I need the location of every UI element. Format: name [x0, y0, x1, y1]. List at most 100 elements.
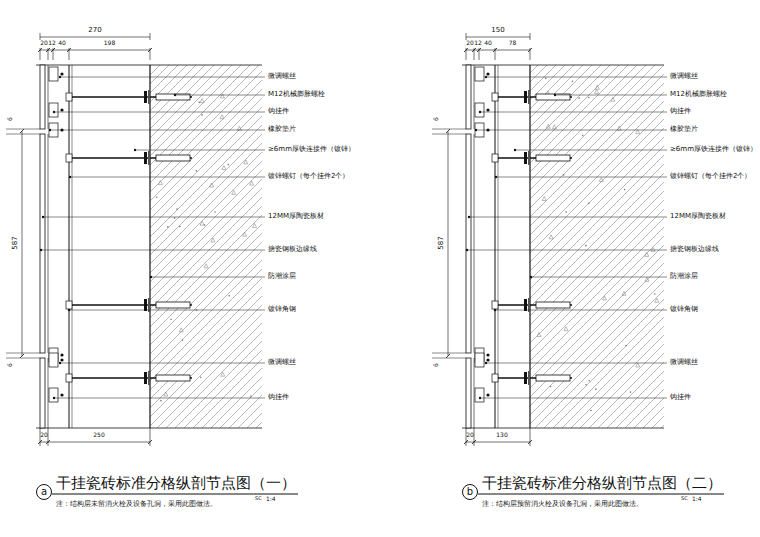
leader-line: [175, 95, 265, 96]
aggregate-mark: [542, 197, 546, 201]
aggregate-dot: [595, 388, 597, 390]
scale-mark: SC: [255, 496, 262, 502]
aggregate-dot: [195, 170, 197, 172]
dimension-line: [40, 50, 150, 51]
hook-clip: [475, 353, 484, 367]
ceramic-tile: [40, 65, 45, 129]
callout-label: 镀锌螺钉（每个挂件2个）: [670, 172, 751, 180]
enamel-edge-line: [474, 134, 475, 353]
aggregate-dot: [578, 97, 580, 99]
drawing-title: 干挂瓷砖标准分格纵剖节点图（二）: [482, 475, 722, 492]
joint-dimension: 6: [433, 363, 440, 367]
dimension-line: [448, 131, 449, 356]
aggregate-dot: [156, 196, 158, 198]
aggregate-dot: [174, 217, 176, 219]
callout-label: 钩挂件: [670, 393, 691, 401]
aggregate-dot: [198, 102, 200, 104]
dimension-tick: [67, 48, 71, 52]
aggregate-mark: [595, 85, 599, 89]
callout-label: 12MM厚陶瓷板材: [268, 212, 324, 220]
leader-dot: [40, 249, 42, 251]
aggregate-mark: [651, 248, 655, 252]
aggregate-mark: [645, 277, 649, 281]
ceramic-tile: [466, 65, 471, 129]
leader-dot: [475, 129, 477, 131]
callout-label: 镀锌螺钉（每个挂件2个）: [268, 172, 349, 180]
aggregate-mark: [655, 298, 659, 302]
dimension-value: 40: [58, 40, 66, 47]
leader-dot: [42, 216, 44, 218]
callout-label: 12MM厚陶瓷板材: [670, 212, 726, 220]
dimension-tick: [51, 48, 55, 52]
nut: [524, 299, 527, 311]
joint-dimension: 6: [7, 363, 14, 367]
steel-connector: [492, 93, 498, 101]
aggregate-dot: [630, 391, 632, 393]
extension-line: [530, 428, 531, 446]
callout-label: 钩挂件: [268, 107, 289, 115]
expansion-sleeve: [156, 302, 190, 308]
steel-connector: [66, 374, 72, 382]
nut: [524, 91, 527, 103]
aggregate-mark: [564, 327, 568, 331]
dimension-line: [40, 442, 150, 443]
section-top-line: [462, 65, 664, 66]
aggregate-mark: [611, 97, 615, 101]
aggregate-dot: [228, 295, 230, 297]
view-marker-circle: b: [462, 484, 478, 500]
joint-line: [432, 353, 466, 354]
dimension-line: [466, 50, 530, 51]
expansion-sleeve: [156, 155, 190, 161]
drawing-note: 注：结构层未留消火栓及设备孔洞，采用此图做法。: [56, 500, 217, 508]
aggregate-mark: [179, 328, 183, 332]
dimension-total: 270: [88, 26, 101, 34]
ceramic-tile: [40, 134, 45, 353]
aggregate-dot: [167, 226, 169, 228]
dimension-tick: [446, 129, 450, 133]
aggregate-dot: [585, 384, 587, 386]
aggregate-dot: [200, 376, 202, 378]
title-underline: [52, 494, 298, 495]
aggregate-mark: [220, 115, 224, 119]
leader-line: [476, 130, 667, 131]
nut: [144, 299, 147, 311]
enamel-edge-line: [48, 134, 49, 353]
joint-line: [432, 358, 466, 359]
joint-line: [432, 134, 466, 135]
nut: [524, 372, 527, 384]
hook-clip: [49, 103, 58, 117]
aggregate-mark: [622, 291, 626, 295]
aggregate-dot: [160, 400, 162, 402]
washer: [148, 371, 150, 385]
adjust-screw: [486, 353, 489, 356]
leader-line: [60, 77, 265, 78]
dimension-tick: [446, 354, 450, 358]
expansion-sleeve: [536, 155, 570, 161]
hook-clip: [49, 67, 58, 81]
callout-label: 镀锌角钢: [670, 305, 698, 313]
leader-dot: [530, 276, 532, 278]
joint-dimension: 6: [7, 117, 14, 121]
extension-line: [40, 33, 41, 40]
aggregate-dot: [590, 410, 592, 412]
leader-line: [54, 112, 265, 113]
aggregate-mark: [537, 332, 541, 336]
adjust-screw: [486, 72, 489, 75]
leader-dot: [485, 362, 487, 364]
extension-line: [150, 33, 151, 40]
callout-label: ≥6mm厚铁连接件（镀锌）: [268, 145, 355, 153]
callout-label: M12机械膨胀螺栓: [670, 90, 727, 98]
dimension-tick: [148, 440, 152, 444]
angle-steel: [498, 65, 499, 428]
joint-line: [6, 134, 40, 135]
aggregate-mark: [549, 235, 553, 239]
aggregate-dot: [550, 386, 552, 388]
hook-clip: [475, 388, 484, 402]
dimension-value: 78: [509, 40, 517, 47]
leader-dot: [479, 397, 481, 399]
aggregate-dot: [170, 318, 172, 320]
dimension-tick: [472, 48, 476, 52]
washer: [148, 151, 150, 165]
joint-line: [6, 358, 40, 359]
aggregate-mark: [210, 183, 214, 187]
